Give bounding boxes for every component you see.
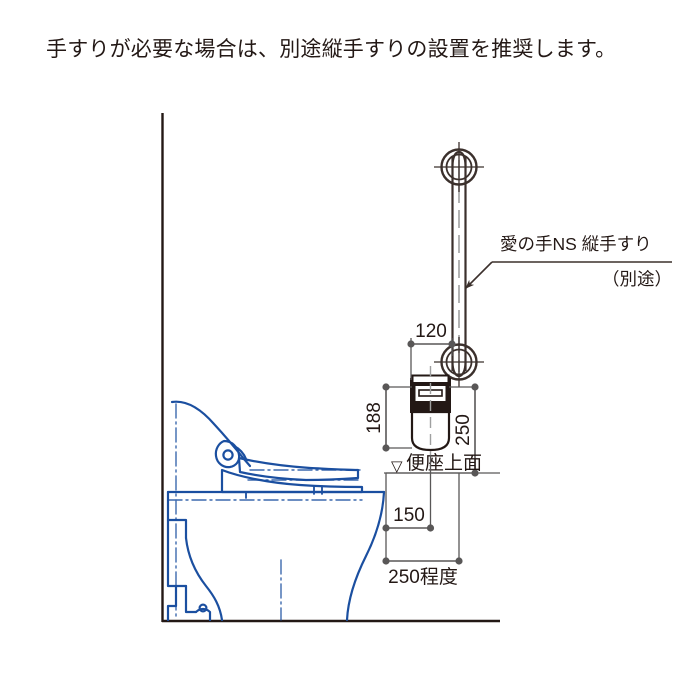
page-caption: 手すりが必要な場合は、別途縦手すりの設置を推奨します。 — [46, 38, 617, 61]
toilet-side-view — [166, 400, 386, 622]
vertical-grab-bar — [434, 142, 484, 387]
dimension-120-label: 120 — [415, 321, 447, 342]
seat-top-symbol: ▽ — [391, 458, 403, 475]
grab-bar-top-bracket — [434, 142, 484, 192]
dimension-150: 150 — [382, 505, 435, 532]
wall-remote-control — [410, 366, 451, 455]
dimension-250-depth-label: 250程度 — [388, 566, 458, 588]
seat-top-label: 便座上面 — [406, 452, 482, 474]
dimension-250-depth: 250程度 — [382, 557, 463, 588]
dimension-120: 120 — [407, 321, 456, 348]
dimension-150-label: 150 — [393, 505, 425, 526]
callout-handrail: 愛の手NS 縦手すり （別途） — [465, 234, 672, 289]
grab-bar-bottom-bracket — [434, 337, 484, 387]
seat-top-marker: ▽ 便座上面 — [384, 452, 500, 475]
dimension-188-label: 188 — [364, 402, 385, 434]
callout-label-line1: 愛の手NS 縦手すり — [500, 234, 652, 254]
dimension-250-label: 250 — [453, 414, 474, 446]
dimension-annotations: 120 188 — [364, 321, 500, 588]
callout-label-line2: （別途） — [602, 269, 672, 289]
dimension-188: 188 — [364, 383, 412, 452]
